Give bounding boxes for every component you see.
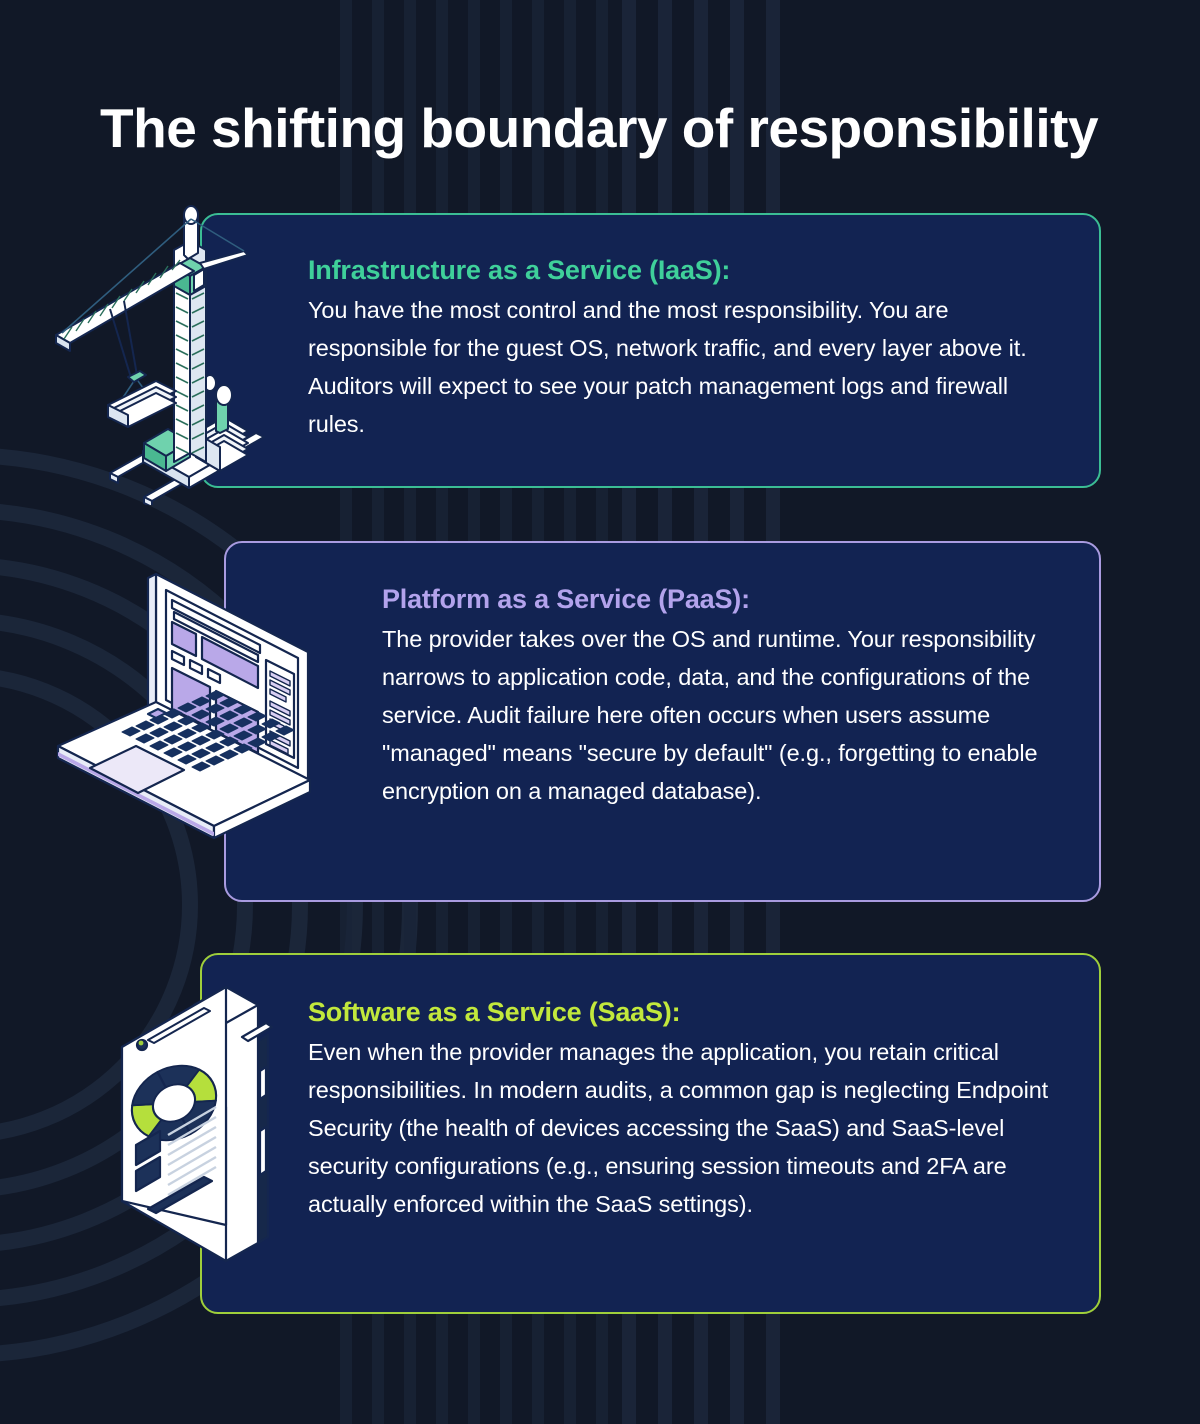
card-iaas xyxy=(200,213,1101,488)
smartphone-dashboard-icon xyxy=(120,985,274,1263)
card-heading-iaas: Infrastructure as a Service (IaaS): xyxy=(308,255,731,285)
page-title: The shifting boundary of responsibility xyxy=(100,97,1099,159)
card-paas xyxy=(224,541,1101,902)
card-body-paas: Platform as a Service (PaaS): The provid… xyxy=(382,584,1062,810)
card-text-paas: The provider takes over the OS and runti… xyxy=(382,626,1038,805)
card-heading-paas: Platform as a Service (PaaS): xyxy=(382,584,750,614)
card-text-saas: Even when the provider manages the appli… xyxy=(308,1039,1049,1218)
card-text-iaas: You have the most control and the most r… xyxy=(308,297,1027,438)
construction-crane-icon xyxy=(55,205,265,505)
card-saas xyxy=(200,953,1101,1314)
card-body-iaas: Infrastructure as a Service (IaaS): You … xyxy=(308,255,1068,443)
card-body-saas: Software as a Service (SaaS): Even when … xyxy=(308,997,1068,1223)
card-heading-saas: Software as a Service (SaaS): xyxy=(308,997,681,1027)
laptop-icon xyxy=(56,572,312,840)
